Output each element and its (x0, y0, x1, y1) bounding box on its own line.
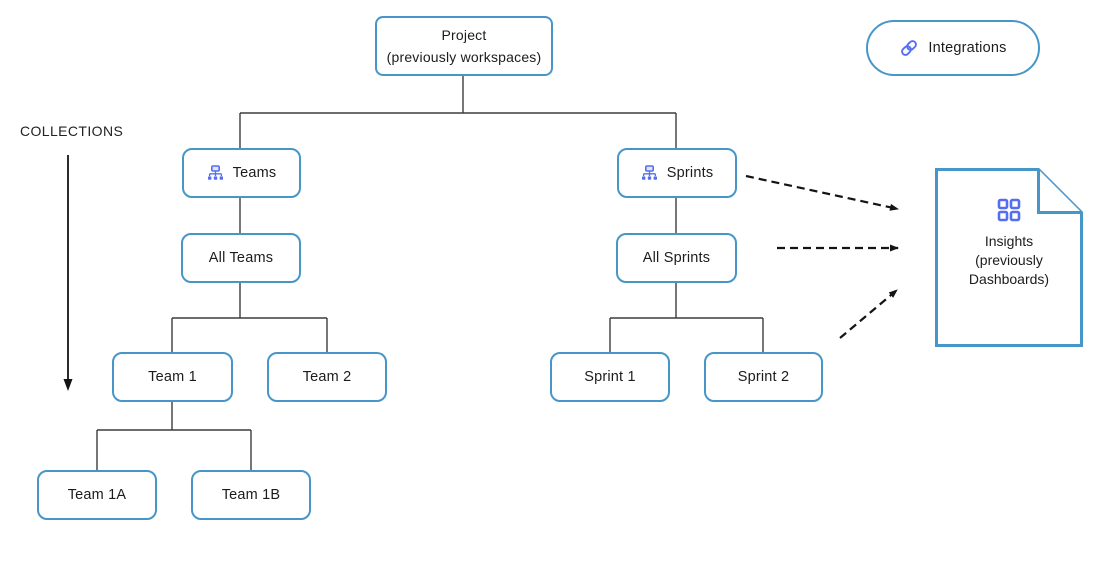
node-team-1b: Team 1B (191, 470, 311, 520)
node-team-2: Team 2 (267, 352, 387, 402)
link-icon (899, 38, 919, 58)
all-teams-label: All Teams (208, 250, 274, 266)
node-sprints: Sprints (617, 148, 737, 198)
node-sprint-2: Sprint 2 (704, 352, 823, 402)
insights-label: Insights (984, 233, 1034, 249)
insights-sublabel: (previously Dashboards) (968, 252, 1050, 287)
collections-label: COLLECTIONS (20, 123, 124, 139)
project-label: Project (441, 27, 487, 43)
node-team-1: Team 1 (112, 352, 233, 402)
arrow-sprints-to-insights (745, 174, 899, 211)
sprint-2-label: Sprint 2 (737, 369, 790, 385)
node-sprint-1: Sprint 1 (550, 352, 670, 402)
document-shape (935, 168, 1083, 347)
node-insights: Insights (previously Dashboards) (935, 168, 1083, 347)
all-sprints-label: All Sprints (642, 250, 711, 266)
org-chart-icon (641, 164, 658, 182)
dashboard-grid-icon (997, 198, 1021, 222)
dashed-arrows (745, 174, 899, 339)
node-team-1a: Team 1A (37, 470, 157, 520)
team-1-label: Team 1 (148, 369, 197, 385)
org-chart-icon (207, 164, 224, 182)
node-integrations: Integrations (866, 20, 1040, 76)
node-teams: Teams (182, 148, 301, 198)
team-1a-label: Team 1A (67, 487, 127, 503)
node-project: Project (previously workspaces) (375, 16, 553, 76)
node-all-teams: All Teams (181, 233, 301, 283)
sprint-1-label: Sprint 1 (584, 369, 636, 385)
arrow-sprint2-to-insights (839, 289, 898, 339)
project-sublabel: (previously workspaces) (386, 49, 542, 65)
teams-label: Teams (232, 165, 277, 181)
integrations-label: Integrations (928, 40, 1007, 56)
node-all-sprints: All Sprints (616, 233, 737, 283)
team-2-label: Team 2 (302, 369, 352, 385)
sprints-label: Sprints (666, 165, 714, 181)
team-1b-label: Team 1B (221, 487, 281, 503)
collections-down-arrow-icon (63, 155, 73, 391)
